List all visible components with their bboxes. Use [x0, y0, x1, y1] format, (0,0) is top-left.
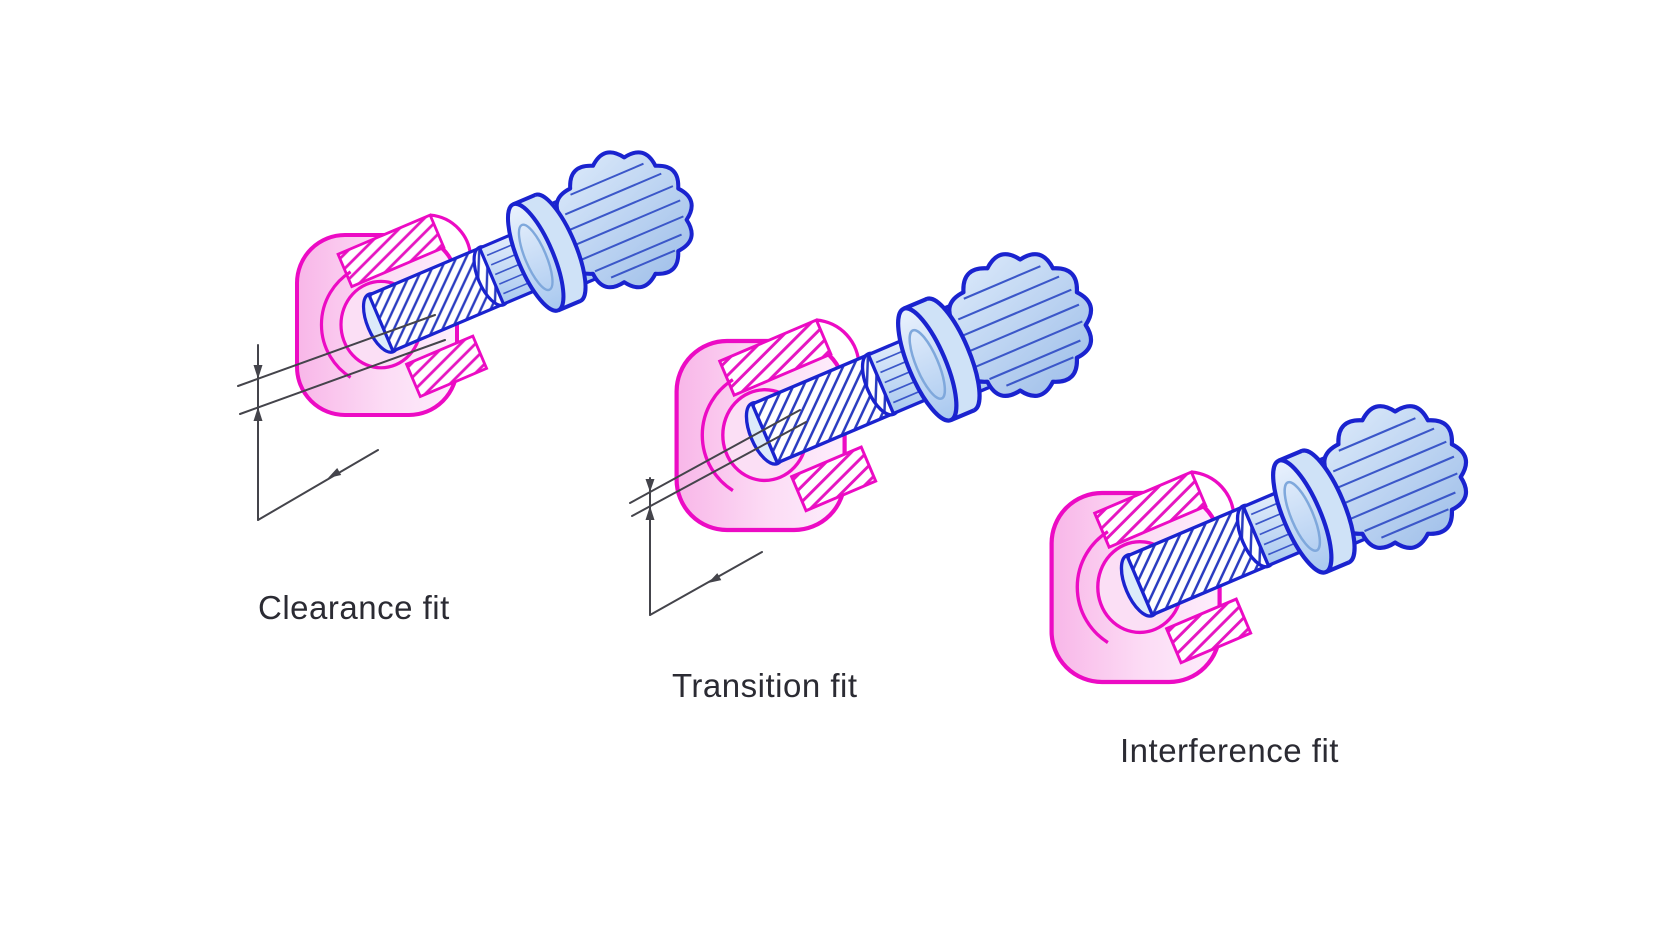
- transition-fit-figure: [629, 254, 1091, 616]
- interference-fit-label: Interference fit: [1120, 732, 1339, 769]
- arrow-down-icon: [645, 479, 655, 492]
- leader-line: [649, 551, 763, 616]
- leader-arrow-icon: [328, 468, 342, 478]
- arrow-up-icon: [645, 506, 655, 520]
- transition-dimension-callout: [629, 409, 807, 616]
- extension-line-hole: [629, 409, 801, 504]
- clearance-dimension-callout: [237, 314, 446, 521]
- transition-fit-label: Transition fit: [672, 667, 858, 704]
- clearance-fit-label: Clearance fit: [258, 589, 450, 626]
- leader-arrow-icon: [708, 573, 722, 583]
- interference-fit-figure: [1052, 406, 1466, 682]
- clearance-fit-figure: [237, 152, 692, 521]
- extension-line-shaft: [631, 421, 807, 517]
- arrow-up-icon: [253, 407, 263, 421]
- extension-line-shaft: [239, 339, 446, 415]
- extension-line-hole: [237, 314, 436, 387]
- arrow-down-icon: [253, 365, 263, 379]
- leader-line: [257, 449, 379, 521]
